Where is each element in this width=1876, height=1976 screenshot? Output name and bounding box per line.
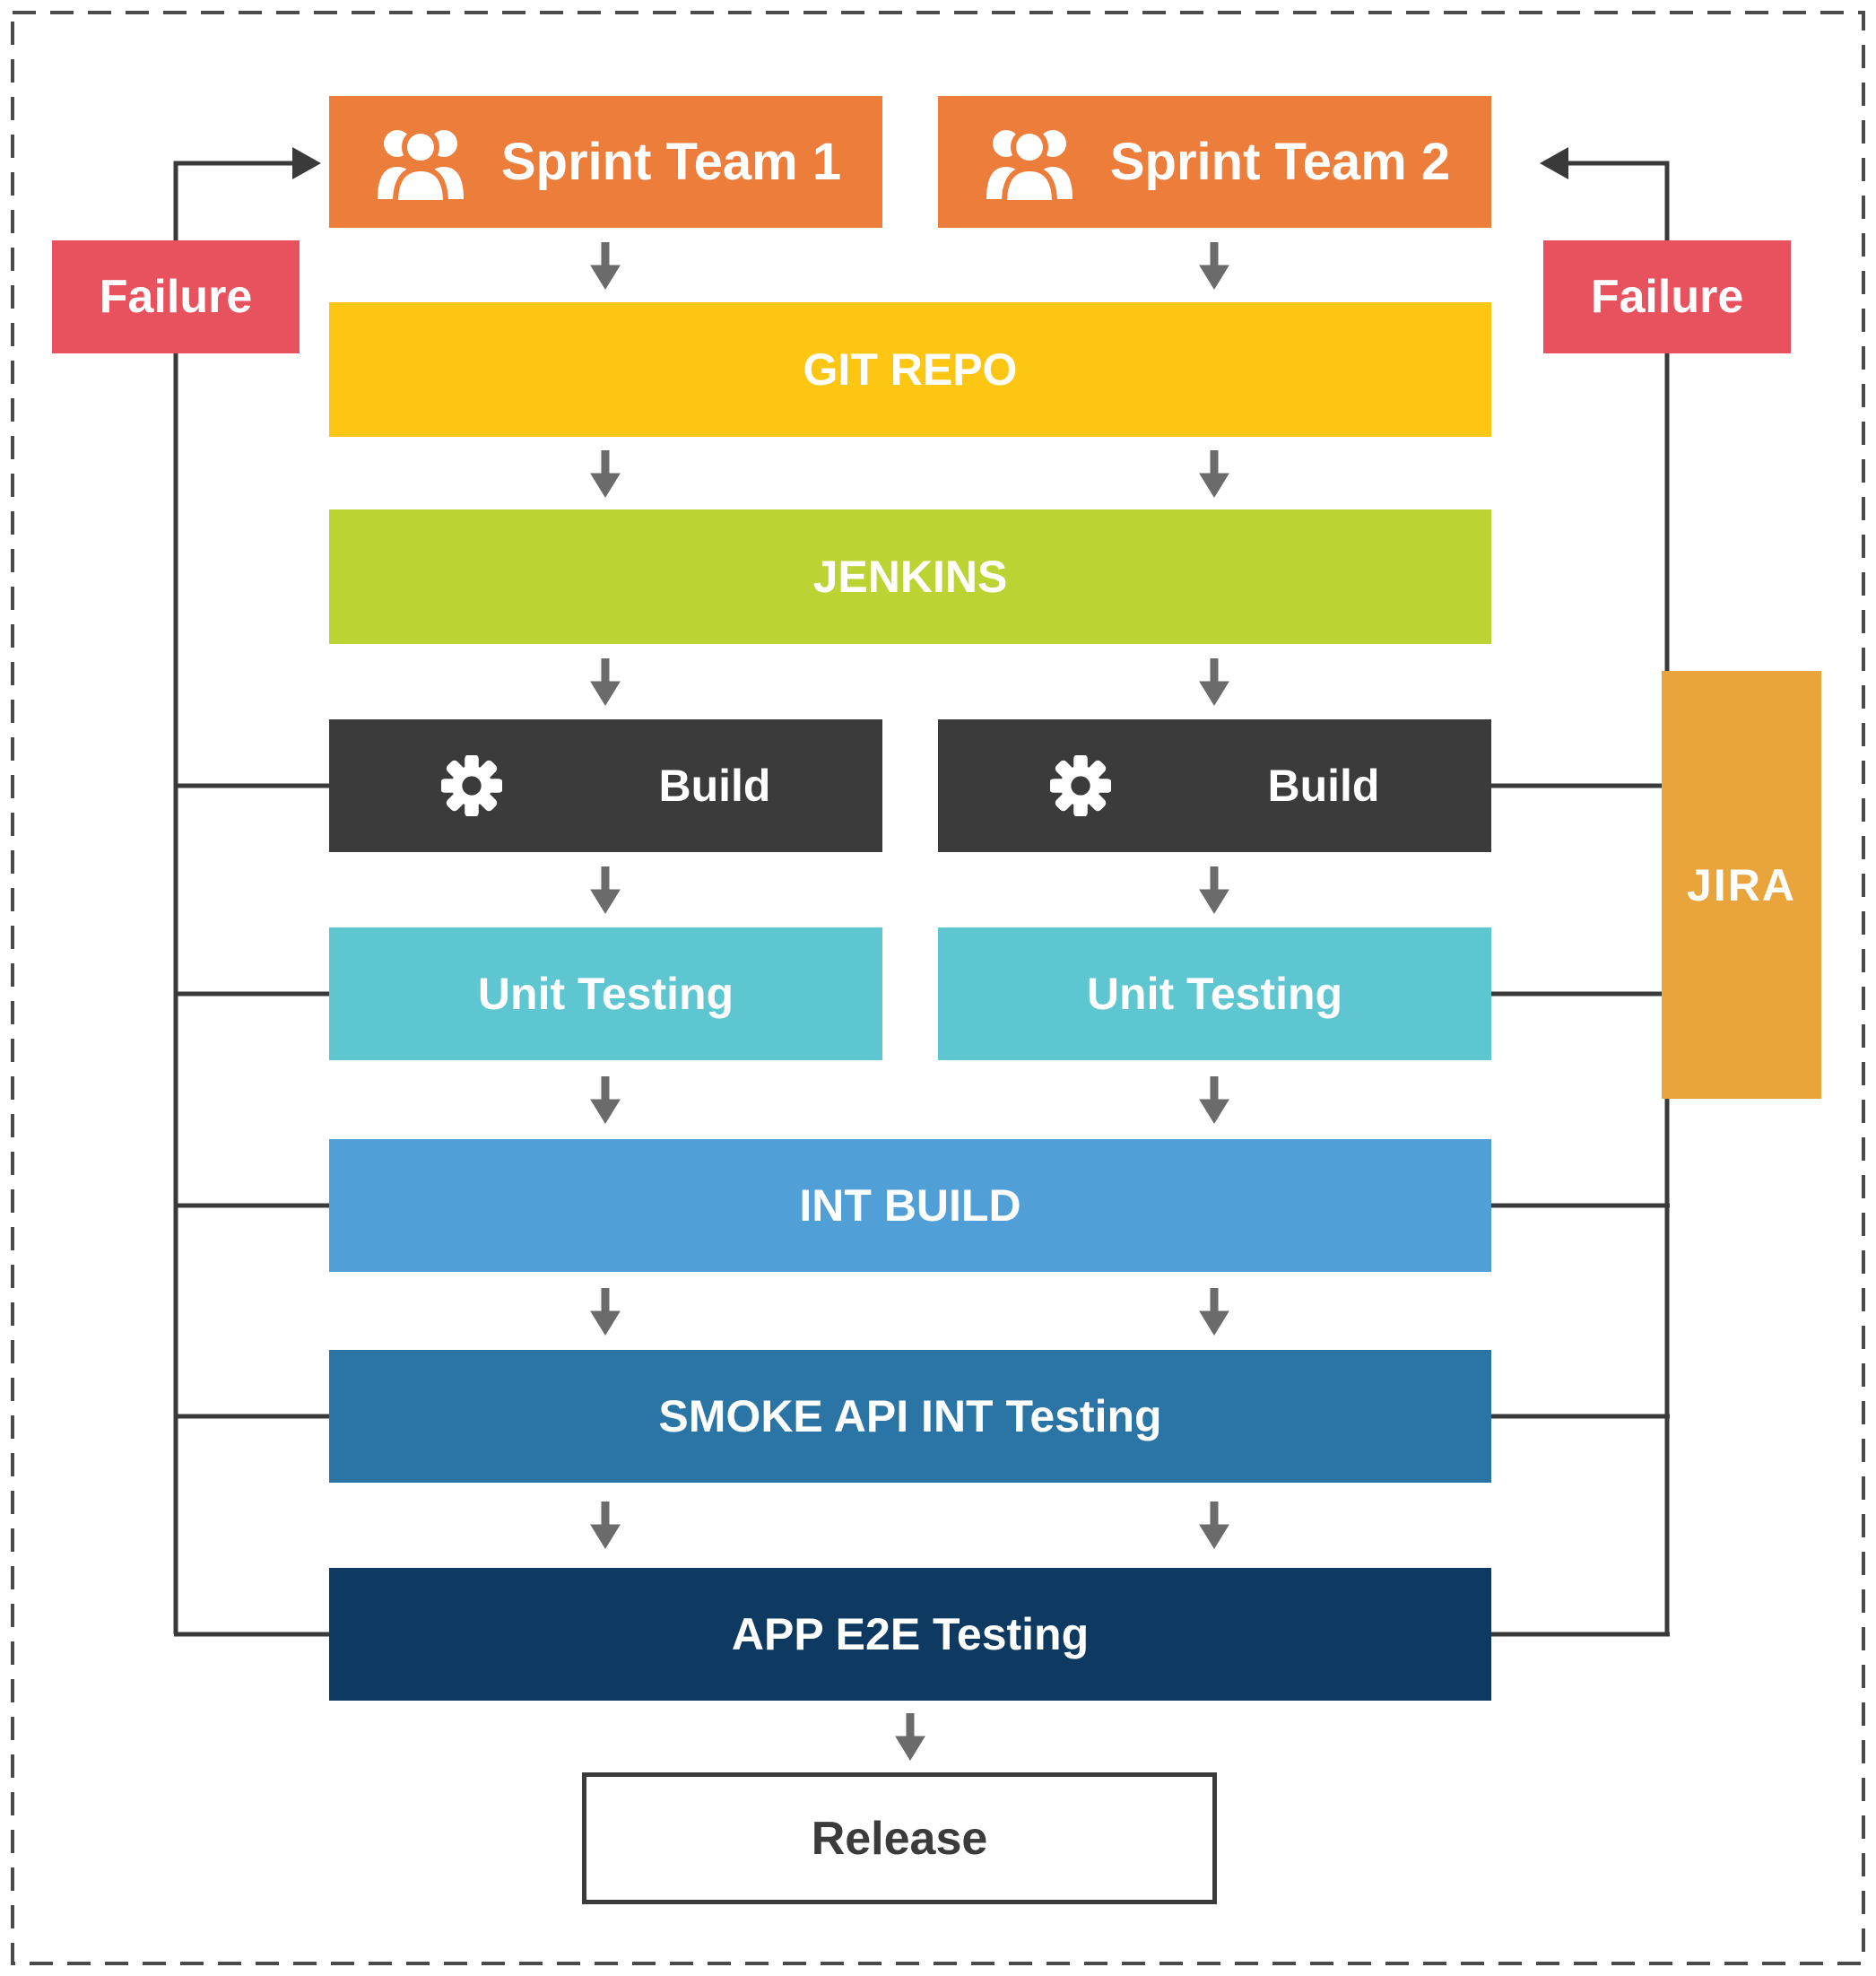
down-arrow-icon [1199,1288,1229,1336]
down-arrow-icon [590,242,621,290]
node-label: Sprint Team 2 [1109,133,1451,191]
down-arrow-icon [590,1076,621,1124]
failure-loop-left [173,161,332,1637]
users-icon [979,120,1080,205]
node-label: Failure [1590,271,1744,323]
node-build-left: Build [329,719,882,852]
node-label: Build [1267,761,1380,811]
down-arrow-icon [590,658,621,706]
node-label: Unit Testing [477,969,734,1019]
node-failure-left: Failure [52,240,300,353]
down-arrow-icon [590,1502,621,1549]
node-label: Unit Testing [1086,969,1343,1019]
gear-icon [1049,755,1111,816]
node-label: Failure [99,271,253,323]
down-arrow-icon [590,450,621,498]
node-unit-testing-left: Unit Testing [329,927,882,1060]
node-unit-testing-right: Unit Testing [938,927,1491,1060]
dashed-border [11,11,1865,1965]
node-label: Release [811,1812,988,1865]
failure-loop-right [1489,161,1670,1637]
node-app-e2e-testing: APP E2E Testing [329,1568,1491,1701]
node-label: SMOKE API INT Testing [658,1391,1162,1441]
node-release: Release [582,1772,1217,1904]
node-int-build: INT BUILD [329,1139,1491,1272]
gear-icon [440,755,502,816]
node-build-right: Build [938,719,1491,852]
flow-down-arrows [590,242,1229,1761]
node-label: Sprint Team 1 [500,133,842,191]
node-label: GIT REPO [803,344,1018,395]
node-label: JENKINS [812,552,1008,602]
node-label: APP E2E Testing [731,1609,1090,1659]
node-label: Build [658,761,771,811]
failure-arrowhead-left [292,147,321,179]
down-arrow-icon [590,1288,621,1336]
down-arrow-icon [1199,866,1229,914]
node-jenkins: JENKINS [329,509,1491,644]
node-sprint-team-1: Sprint Team 1 [329,96,882,228]
node-smoke-api-int-testing: SMOKE API INT Testing [329,1350,1491,1483]
down-arrow-icon [1199,1502,1229,1549]
node-failure-right: Failure [1543,240,1791,353]
down-arrow-icon [895,1713,925,1761]
down-arrow-icon [1199,242,1229,290]
failure-arrowhead-right [1540,147,1568,179]
node-sprint-team-2: Sprint Team 2 [938,96,1491,228]
node-label: JIRA [1687,859,1796,910]
down-arrow-icon [1199,1076,1229,1124]
down-arrow-icon [590,866,621,914]
node-git-repo: GIT REPO [329,302,1491,437]
node-label: INT BUILD [799,1180,1021,1231]
down-arrow-icon [1199,658,1229,706]
users-icon [370,120,471,205]
down-arrow-icon [1199,450,1229,498]
node-jira: JIRA [1662,671,1821,1099]
